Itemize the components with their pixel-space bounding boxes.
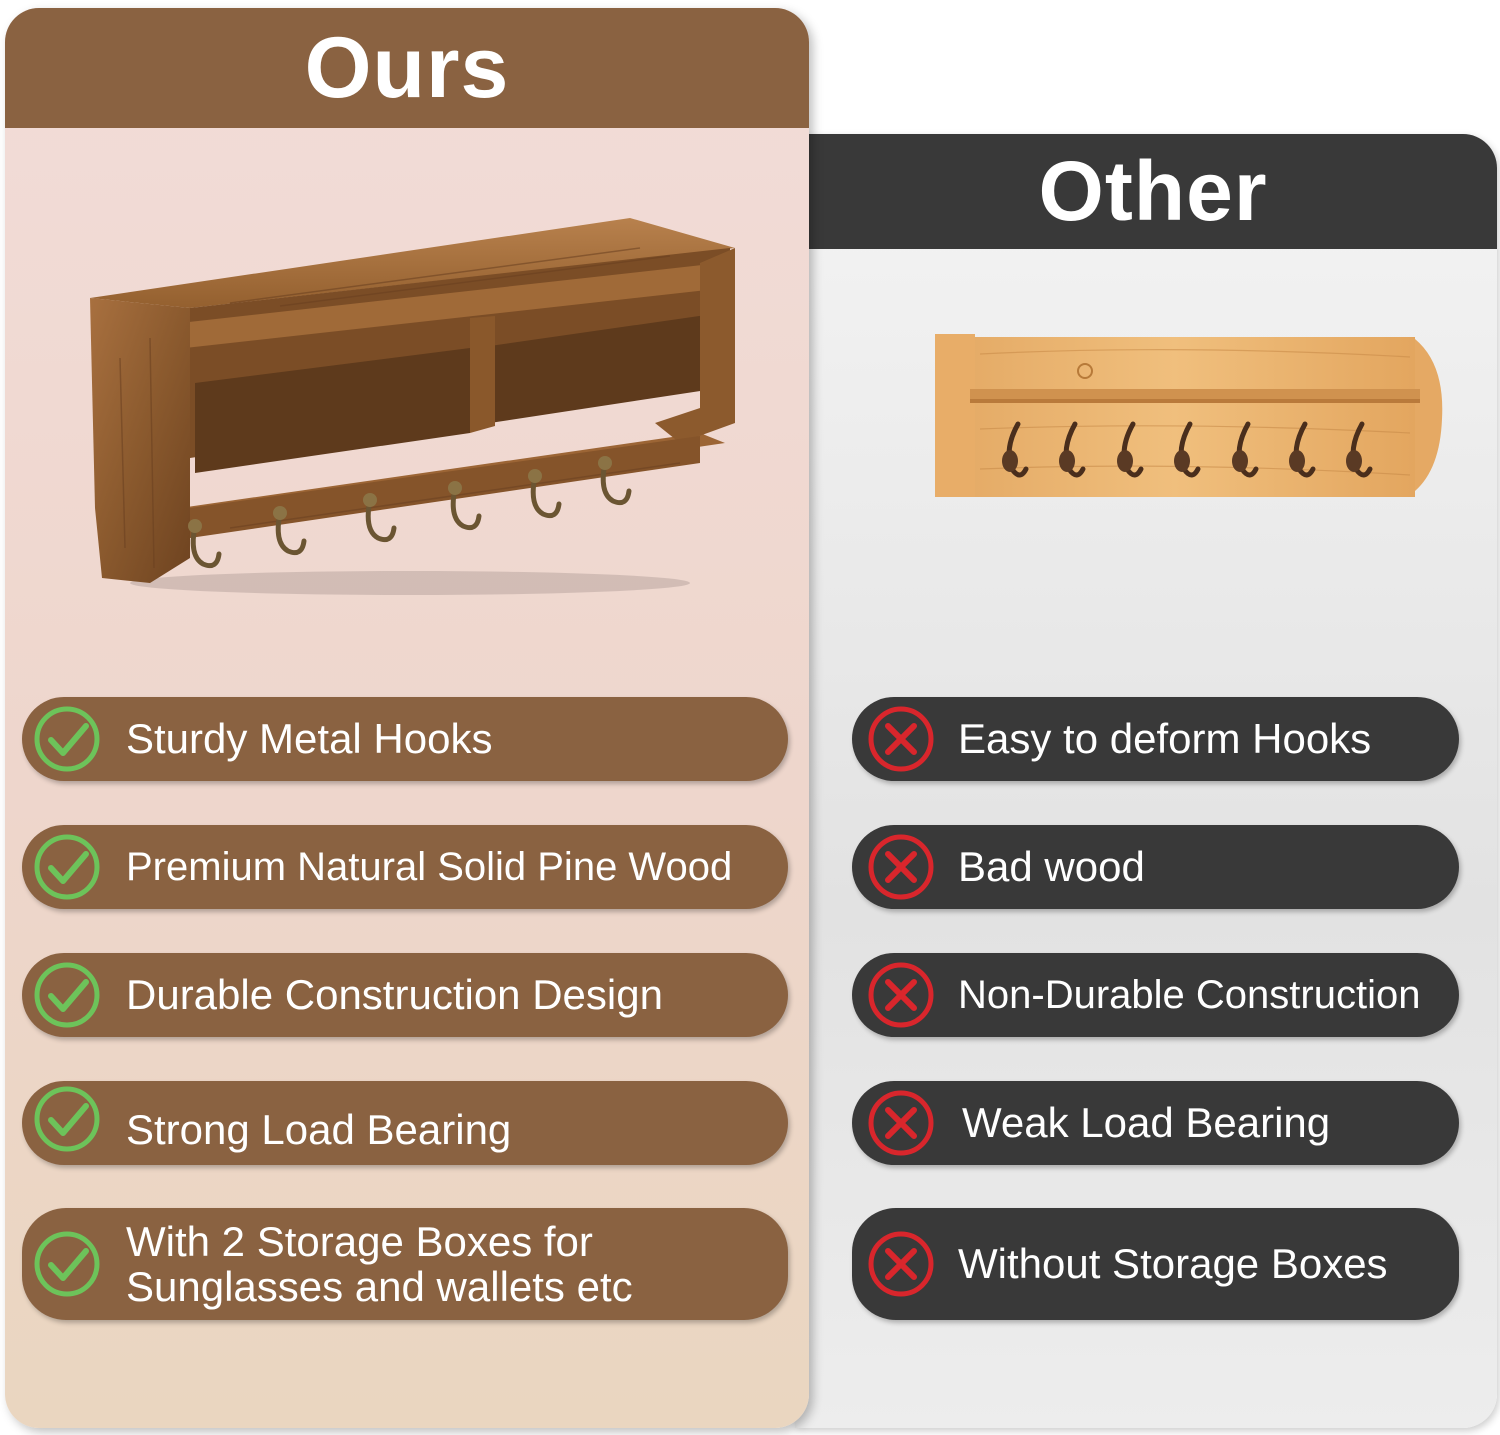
- ours-shelf-illustration: [90, 218, 735, 595]
- other-feature-row-5: Without Storage Boxes: [852, 1208, 1459, 1320]
- x-circle-icon: [868, 706, 934, 772]
- ours-feature-text: Premium Natural Solid Pine Wood: [126, 845, 733, 889]
- other-shelf-illustration: [935, 334, 1443, 497]
- other-feature-row-2: Bad wood: [852, 825, 1459, 909]
- ours-feature-text: Sturdy Metal Hooks: [126, 714, 493, 762]
- check-circle-icon: [34, 834, 100, 900]
- other-title: Other: [795, 134, 1497, 249]
- other-feature-text: Easy to deform Hooks: [958, 714, 1372, 762]
- ours-title: Ours: [5, 8, 809, 128]
- ours-feature-row-5: With 2 Storage Boxes for Sunglasses and …: [22, 1208, 788, 1320]
- ours-feature-row-1: Sturdy Metal Hooks: [22, 697, 788, 781]
- x-circle-icon: [868, 962, 934, 1028]
- ours-feature-text: Strong Load Bearing: [126, 1106, 512, 1153]
- ours-feature-row-3: Durable Construction Design: [22, 953, 788, 1037]
- other-feature-text: Weak Load Bearing: [962, 1098, 1331, 1146]
- check-circle-icon: [34, 1231, 100, 1297]
- x-circle-icon: [868, 1231, 934, 1297]
- check-circle-icon: [34, 706, 100, 772]
- other-feature-text: Non-Durable Construction: [958, 973, 1421, 1017]
- ours-feature-text: Durable Construction Design: [126, 970, 663, 1018]
- check-circle-icon: [34, 962, 100, 1028]
- ours-feature-row-2: Premium Natural Solid Pine Wood: [22, 825, 788, 909]
- other-feature-text: Bad wood: [958, 842, 1145, 890]
- ours-feature-row-4: Strong Load Bearing: [22, 1081, 788, 1165]
- other-feature-row-1: Easy to deform Hooks: [852, 697, 1459, 781]
- ours-feature-text: With 2 Storage Boxes for Sunglasses and …: [126, 1217, 633, 1310]
- other-feature-text: Without Storage Boxes: [958, 1239, 1388, 1287]
- x-circle-icon: [868, 834, 934, 900]
- other-feature-row-3: Non-Durable Construction: [852, 953, 1459, 1037]
- x-circle-icon: [868, 1090, 934, 1156]
- other-feature-row-4: Weak Load Bearing: [852, 1081, 1459, 1165]
- check-circle-icon: [34, 1086, 100, 1152]
